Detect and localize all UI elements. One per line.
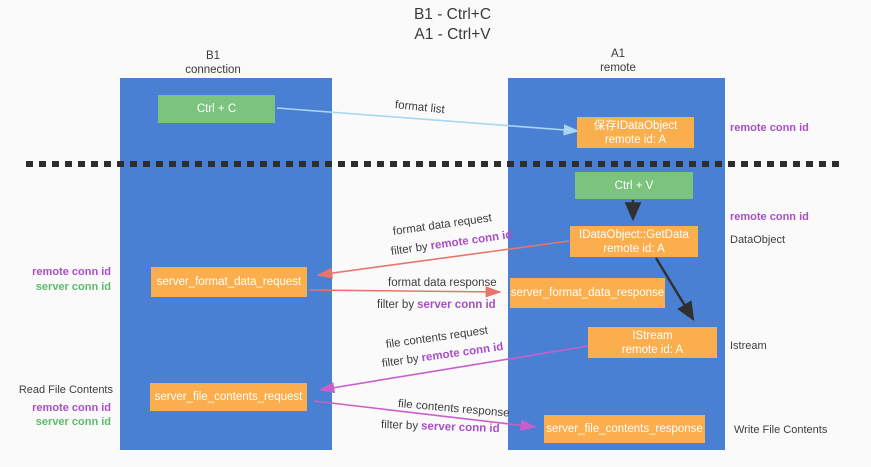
server-format-data-response-label: server_format_data_response xyxy=(510,287,665,299)
remote-conn-id-text: remote conn id xyxy=(429,229,514,253)
server-file-contents-response-label: server_file_contents_response xyxy=(546,423,703,435)
left-column-name: B1 xyxy=(205,50,221,62)
left-server-conn-id-top: server conn id xyxy=(35,281,111,293)
right-column-name: A1 xyxy=(610,48,626,60)
file-contents-response-filter-label: filter by server conn id xyxy=(381,419,500,435)
read-file-contents-annotation: Read File Contents xyxy=(18,384,113,396)
filter-by-text: filter by xyxy=(390,240,429,258)
ctrl-v-node: Ctrl + V xyxy=(575,172,693,199)
right-remote-conn-id-top: remote conn id xyxy=(730,122,809,134)
format-data-response-label: format data response xyxy=(388,277,497,289)
ctrl-v-label: Ctrl + V xyxy=(614,179,654,192)
save-idataobject-line1: 保存IDataObject xyxy=(593,119,678,132)
ctrl-c-label: Ctrl + C xyxy=(196,103,237,115)
istream-node: IStream remote id: A xyxy=(588,327,717,358)
server-file-contents-request-node: server_file_contents_request xyxy=(150,383,307,411)
right-column-header: A1 remote xyxy=(558,47,678,75)
ctrl-c-node: Ctrl + C xyxy=(158,95,275,123)
right-remote-conn-id-mid: remote conn id xyxy=(730,211,809,223)
server-conn-id-text: server conn id xyxy=(420,420,500,436)
left-column-header: B1 connection xyxy=(153,49,273,77)
diagram-title: B1 - Ctrl+C A1 - Ctrl+V xyxy=(330,5,575,45)
title-line-2: A1 - Ctrl+V xyxy=(414,26,491,43)
istream-line1: IStream xyxy=(632,329,673,342)
right-column-role: remote xyxy=(600,62,636,74)
save-idataobject-line2: remote id: A xyxy=(604,133,667,146)
server-conn-id-text: server conn id xyxy=(417,299,496,311)
left-remote-conn-id-top: remote conn id xyxy=(32,266,111,278)
save-idataobject-node: 保存IDataObject remote id: A xyxy=(577,117,694,148)
title-line-1: B1 - Ctrl+C xyxy=(413,6,492,23)
remote-conn-id-text: remote conn id xyxy=(420,341,505,365)
dataobject-annotation: DataObject xyxy=(730,234,786,246)
filter-by-text: filter by xyxy=(377,299,415,311)
istream-annotation: Istream xyxy=(730,340,767,352)
left-remote-conn-id-bottom: remote conn id xyxy=(32,402,111,414)
istream-line2: remote id: A xyxy=(621,343,684,356)
server-format-data-request-label: server_format_data_request xyxy=(156,276,302,288)
format-data-response-filter-label: filter by server conn id xyxy=(377,299,496,311)
format-data-response-text: format data response xyxy=(388,277,497,289)
filter-by-text: filter by xyxy=(380,419,419,433)
format-list-label: format list xyxy=(394,99,445,116)
server-file-contents-request-label: server_file_contents_request xyxy=(154,391,303,403)
format-data-response-arrow xyxy=(308,286,502,298)
server-format-data-response-node: server_format_data_response xyxy=(510,278,665,308)
getdata-line1: IDataObject::GetData xyxy=(579,228,689,241)
file-contents-response-label: file contents response xyxy=(397,398,509,420)
server-format-data-request-node: server_format_data_request xyxy=(151,267,307,297)
format-list-text: format list xyxy=(394,99,446,117)
left-server-conn-id-bottom: server conn id xyxy=(35,416,111,428)
copy-paste-separator-line xyxy=(26,161,844,167)
filter-by-text: filter by xyxy=(381,352,420,370)
getdata-line2: remote id: A xyxy=(603,242,665,255)
file-contents-response-text: file contents response xyxy=(397,398,510,420)
server-file-contents-response-node: server_file_contents_response xyxy=(544,415,705,443)
write-file-contents-annotation: Write File Contents xyxy=(734,424,828,436)
idataobject-getdata-node: IDataObject::GetData remote id: A xyxy=(570,226,698,257)
left-column-role: connection xyxy=(185,64,241,76)
